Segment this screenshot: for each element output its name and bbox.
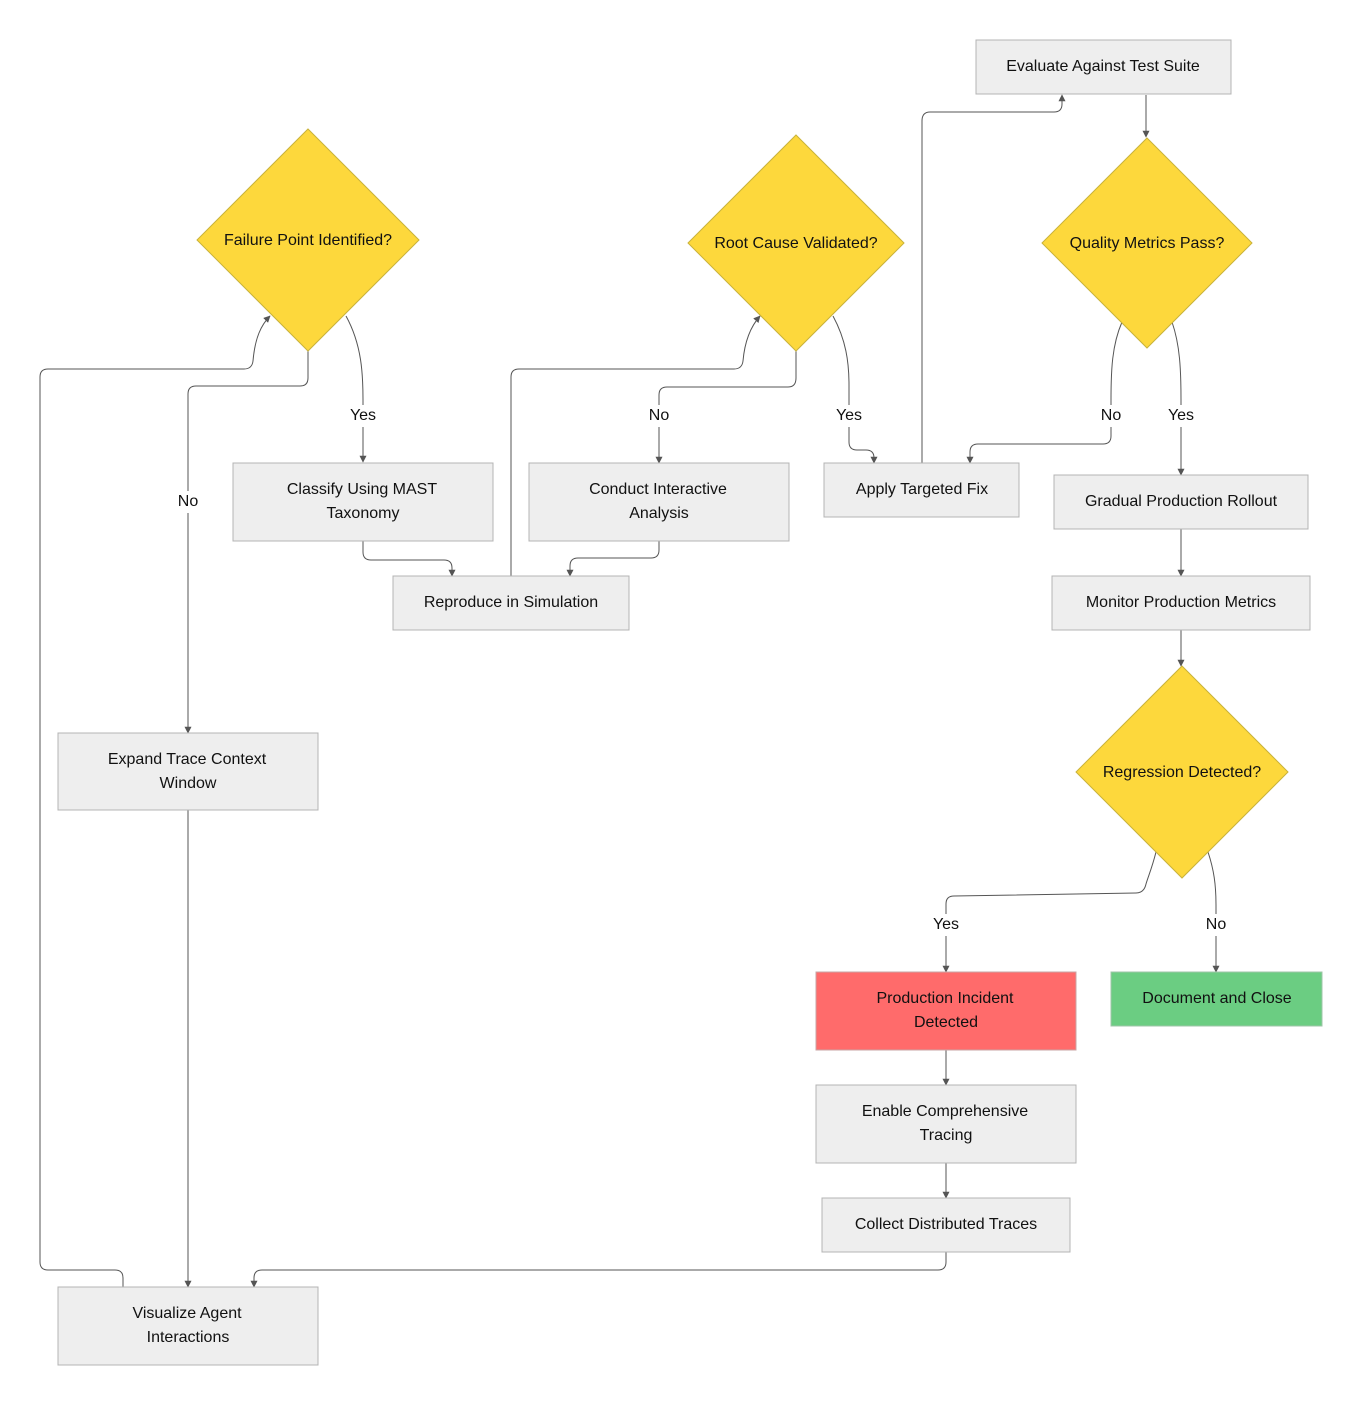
edge-label-text: Yes — [350, 407, 376, 424]
decision-label: Root Cause Validated? — [714, 235, 877, 252]
decision-label: Failure Point Identified? — [224, 232, 392, 249]
node-conduct-interactive-analysis[interactable]: Conduct Interactive Analysis — [528, 462, 790, 542]
node-visualize-agent-interactions[interactable]: Visualize Agent Interactions — [57, 1286, 319, 1366]
decision-label: Regression Detected? — [1103, 764, 1261, 781]
edge-label-regression-no: No — [1203, 914, 1229, 936]
edge-failure-no-to-expand — [184, 350, 309, 734]
decision-root-cause-validated[interactable]: Root Cause Validated? — [687, 134, 905, 352]
node-classify-using-mast-taxonomy[interactable]: Classify Using MAST Taxonomy — [232, 462, 494, 542]
node-label: Collect Distributed Traces — [855, 1216, 1037, 1233]
node-label: Monitor Production Metrics — [1086, 594, 1276, 611]
edge-label-text: No — [649, 407, 670, 424]
edge-rootcause-no-to-interactive — [655, 351, 797, 464]
node-label: Evaluate Against Test Suite — [1006, 58, 1200, 75]
node-label-line-2: Window — [160, 775, 217, 792]
edge-label-text: Yes — [836, 407, 862, 424]
node-label-line-2: Detected — [914, 1014, 978, 1031]
node-enable-comprehensive-tracing[interactable]: Enable Comprehensive Tracing — [815, 1084, 1077, 1164]
edge-reproduce-to-rootcause — [510, 315, 761, 576]
node-label-line-1: Classify Using MAST — [287, 481, 437, 498]
node-label-line-2: Analysis — [629, 505, 689, 522]
node-label: Reproduce in Simulation — [424, 594, 598, 611]
edge-label-root-no: No — [646, 405, 672, 427]
node-gradual-production-rollout[interactable]: Gradual Production Rollout — [1053, 474, 1309, 530]
node-collect-distributed-traces[interactable]: Collect Distributed Traces — [821, 1197, 1071, 1253]
node-label-line-2: Interactions — [147, 1329, 230, 1346]
edge-label-text: No — [1101, 407, 1122, 424]
node-label: Gradual Production Rollout — [1085, 493, 1278, 510]
edge-regression-yes-to-incident — [942, 851, 1157, 973]
node-document-and-close[interactable]: Document and Close — [1110, 971, 1323, 1027]
node-evaluate-against-test-suite[interactable]: Evaluate Against Test Suite — [975, 39, 1232, 95]
node-monitor-production-metrics[interactable]: Monitor Production Metrics — [1051, 575, 1311, 631]
edge-label-regression-yes: Yes — [929, 914, 963, 936]
decision-label: Quality Metrics Pass? — [1070, 235, 1225, 252]
node-label-line-1: Visualize Agent — [132, 1305, 242, 1322]
edge-label-quality-yes: Yes — [1164, 405, 1198, 427]
edge-interactive-to-reproduce — [566, 541, 660, 577]
node-production-incident-detected[interactable]: Production Incident Detected — [815, 971, 1077, 1051]
edge-classify-to-reproduce — [362, 541, 456, 577]
node-label-line-1: Expand Trace Context — [108, 751, 267, 768]
node-label-line-1: Production Incident — [877, 990, 1015, 1007]
edge-label-text: No — [1206, 916, 1227, 933]
edges — [39, 94, 1220, 1288]
edge-quality-no-to-applyfix — [966, 321, 1123, 464]
edge-visualize-to-failure — [39, 315, 271, 1287]
node-label-line-2: Tracing — [920, 1127, 973, 1144]
edge-label-text: Yes — [1168, 407, 1194, 424]
edge-rootcause-yes-to-applyfix — [832, 315, 878, 464]
edge-regression-no-to-document — [1207, 851, 1220, 973]
edge-label-text: Yes — [933, 916, 959, 933]
node-label: Apply Targeted Fix — [856, 481, 988, 498]
node-label-line-2: Taxonomy — [327, 505, 400, 522]
edge-label-failure-no: No — [175, 491, 201, 513]
node-reproduce-in-simulation[interactable]: Reproduce in Simulation — [392, 575, 630, 631]
edge-quality-yes-to-rollout — [1171, 321, 1185, 476]
node-expand-trace-context-window[interactable]: Expand Trace Context Window — [57, 732, 319, 811]
decision-failure-point-identified[interactable]: Failure Point Identified? — [196, 128, 420, 352]
edge-failure-yes-to-classify — [345, 315, 367, 463]
edge-label-text: No — [178, 493, 199, 510]
node-label-line-1: Enable Comprehensive — [862, 1103, 1028, 1120]
edge-label-quality-no: No — [1098, 405, 1124, 427]
node-label-line-1: Conduct Interactive — [589, 481, 727, 498]
edge-label-root-yes: Yes — [832, 405, 866, 427]
node-apply-targeted-fix[interactable]: Apply Targeted Fix — [823, 462, 1020, 518]
edge-label-failure-yes: Yes — [346, 405, 380, 427]
decision-quality-metrics-pass[interactable]: Quality Metrics Pass? — [1041, 137, 1253, 349]
decision-regression-detected[interactable]: Regression Detected? — [1075, 665, 1289, 879]
edge-applyfix-to-evaluate — [921, 94, 1066, 463]
node-label: Document and Close — [1142, 990, 1292, 1007]
edge-collect-to-visualize — [250, 1252, 947, 1288]
